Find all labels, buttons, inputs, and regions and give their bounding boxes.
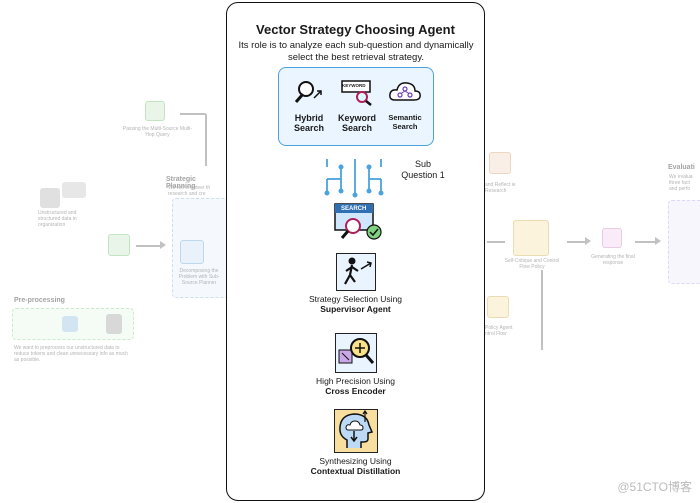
sub-question-label: Sub Question 1 [397, 159, 449, 181]
search-types-box: Hybrid Search KEYWORD Keyword Search [278, 67, 434, 146]
keyword-label-2: Search [341, 123, 373, 133]
planner-icon [180, 240, 204, 264]
self-critique-label: Self-Critique and Control Flow Policy [504, 258, 560, 270]
sub-question-connector [324, 159, 384, 198]
semantic-label-1: Semantic [388, 113, 422, 122]
policy-agent-label: Policy Agent ntrol Flow [485, 325, 513, 337]
check-icon [145, 101, 165, 121]
generating-label: Generating the final response [591, 254, 635, 266]
search-type-semantic: Semantic Search [381, 78, 429, 131]
policy-icon [487, 296, 509, 318]
reflect-icon [489, 152, 511, 174]
evaluation-title: Evaluati [668, 164, 695, 171]
files-icon [106, 314, 122, 334]
step-strategy-selection: Strategy Selection Using Supervisor Agen… [227, 253, 484, 314]
preprocessing-box [12, 308, 134, 340]
step-1-text: Strategy Selection Using [308, 294, 403, 304]
decomposing-label: Decomposing the Problem with Sub-Source … [178, 268, 220, 286]
panel-description: Its role is to analyze each sub-question… [238, 40, 474, 63]
search-type-keyword: KEYWORD Keyword Search [333, 78, 381, 133]
evaluation-desc: We evalua three fact and perfo [669, 174, 693, 192]
semantic-search-icon [389, 82, 421, 101]
watermark: @51CTO博客 [617, 480, 692, 494]
python-icon [62, 316, 78, 332]
background-pipeline-right: and Reflect ie Research Self-Critique an… [485, 0, 700, 503]
step-2-bold: Cross Encoder [325, 386, 386, 396]
step-2-icon-frame [334, 333, 377, 373]
self-critique-icon [513, 220, 549, 256]
strategic-planning-title: Strategic Planning [166, 176, 196, 190]
step-1-bold: Supervisor Agent [320, 304, 391, 314]
semantic-label-2: Search [392, 122, 418, 131]
running-person-icon [343, 257, 372, 285]
step-2-text: High Precision Using [316, 376, 395, 386]
step-contextual-distillation: Synthesizing Using Contextual Distillati… [227, 409, 484, 476]
processing-gear-icon [108, 234, 130, 256]
sub-question-line2: Question 1 [401, 170, 445, 180]
step-3-bold: Contextual Distillation [310, 466, 401, 476]
hybrid-search-icon [294, 81, 322, 103]
building-icon [40, 188, 60, 208]
step-cross-encoder: High Precision Using Cross Encoder [227, 333, 484, 396]
distillation-head-icon [338, 410, 373, 448]
step-3-text: Synthesizing Using [319, 456, 392, 466]
vector-strategy-panel: Vector Strategy Choosing Agent Its role … [226, 2, 485, 501]
strategic-planning-box [172, 198, 232, 298]
precision-zoom-icon [338, 338, 374, 364]
hybrid-label-1: Hybrid [294, 113, 324, 123]
reflect-label: and Reflect ie Research [485, 182, 516, 194]
unstructured-data-label: Unstructured and structured data in orga… [38, 210, 77, 228]
step-3-icon-frame [333, 409, 378, 453]
preprocessing-desc: We want to preprocess our unstructured d… [14, 345, 128, 363]
search-badge: SEARCH [341, 206, 367, 212]
background-pipeline-left: Passing the Multi-Source Multi-Hop Query… [0, 0, 232, 503]
keyword-search-icon [341, 80, 372, 106]
evaluation-box [668, 200, 700, 284]
panel-title: Vector Strategy Choosing Agent [256, 22, 455, 37]
documents-icon [62, 182, 86, 198]
hybrid-label-2: Search [293, 123, 325, 133]
search-check-step: SEARCH [333, 202, 383, 242]
step-1-icon-frame [335, 253, 376, 291]
passing-query-label: Passing the Multi-Source Multi-Hop Query [122, 126, 193, 138]
strategic-planning-desc: We will engineer th research and cre [168, 185, 211, 197]
sub-question-line1: Sub [414, 159, 431, 169]
search-type-hybrid: Hybrid Search [285, 78, 333, 133]
keyword-label-1: Keyword [337, 113, 376, 123]
preprocessing-title: Pre-processing [14, 297, 65, 304]
keyword-badge: KEYWORD [342, 83, 366, 88]
bulb-icon [602, 228, 622, 248]
search-check-icon [334, 203, 382, 240]
